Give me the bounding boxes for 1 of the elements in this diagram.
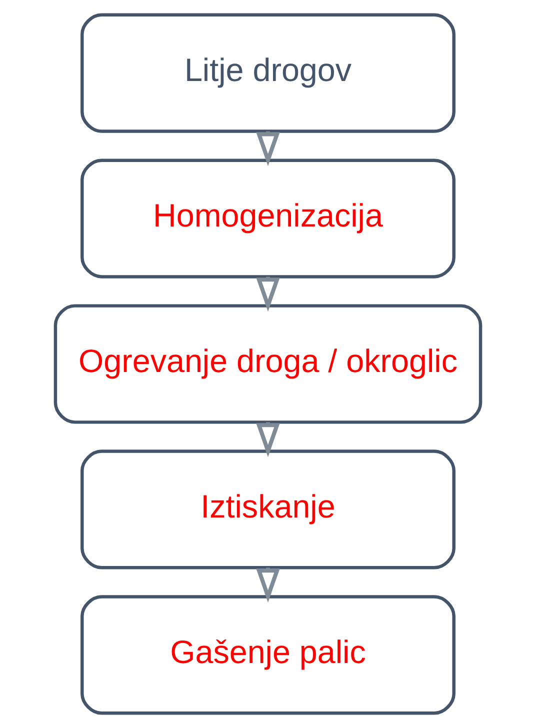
node-box: Gašenje palic: [80, 595, 455, 715]
